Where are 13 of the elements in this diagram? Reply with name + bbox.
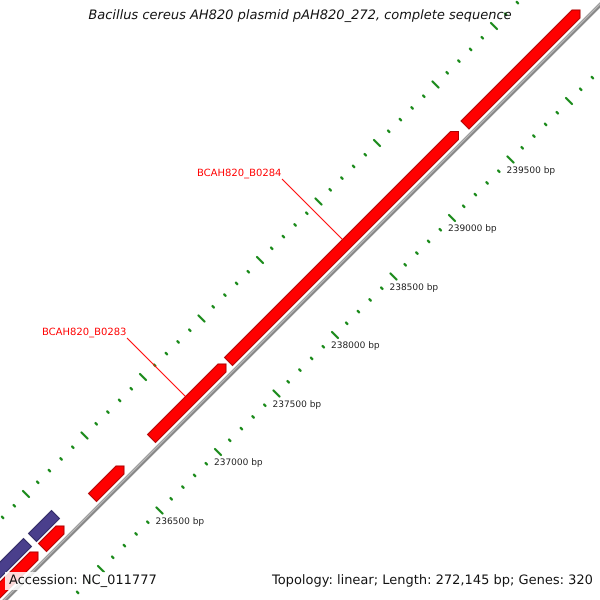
scale-label: 238000 bp — [331, 342, 380, 352]
leader-line — [282, 178, 343, 240]
scale-label: 238500 bp — [390, 284, 438, 294]
gene-arrow — [146, 364, 226, 444]
scale-label: 239000 bp — [448, 225, 497, 235]
scale-label: 236500 bp — [156, 518, 204, 528]
scale-label: 237000 bp — [214, 459, 263, 469]
scale-label: 239500 bp — [506, 166, 556, 176]
gene-label: BCAH820_B0284 — [197, 168, 282, 179]
scale-label: 237500 bp — [272, 400, 322, 410]
gene-label: BCAH820_B0283 — [42, 327, 126, 338]
leader-line — [126, 338, 186, 397]
map-title: Bacillus cereus AH820 plasmid pAH820_272, complete sequence — [87, 9, 513, 24]
